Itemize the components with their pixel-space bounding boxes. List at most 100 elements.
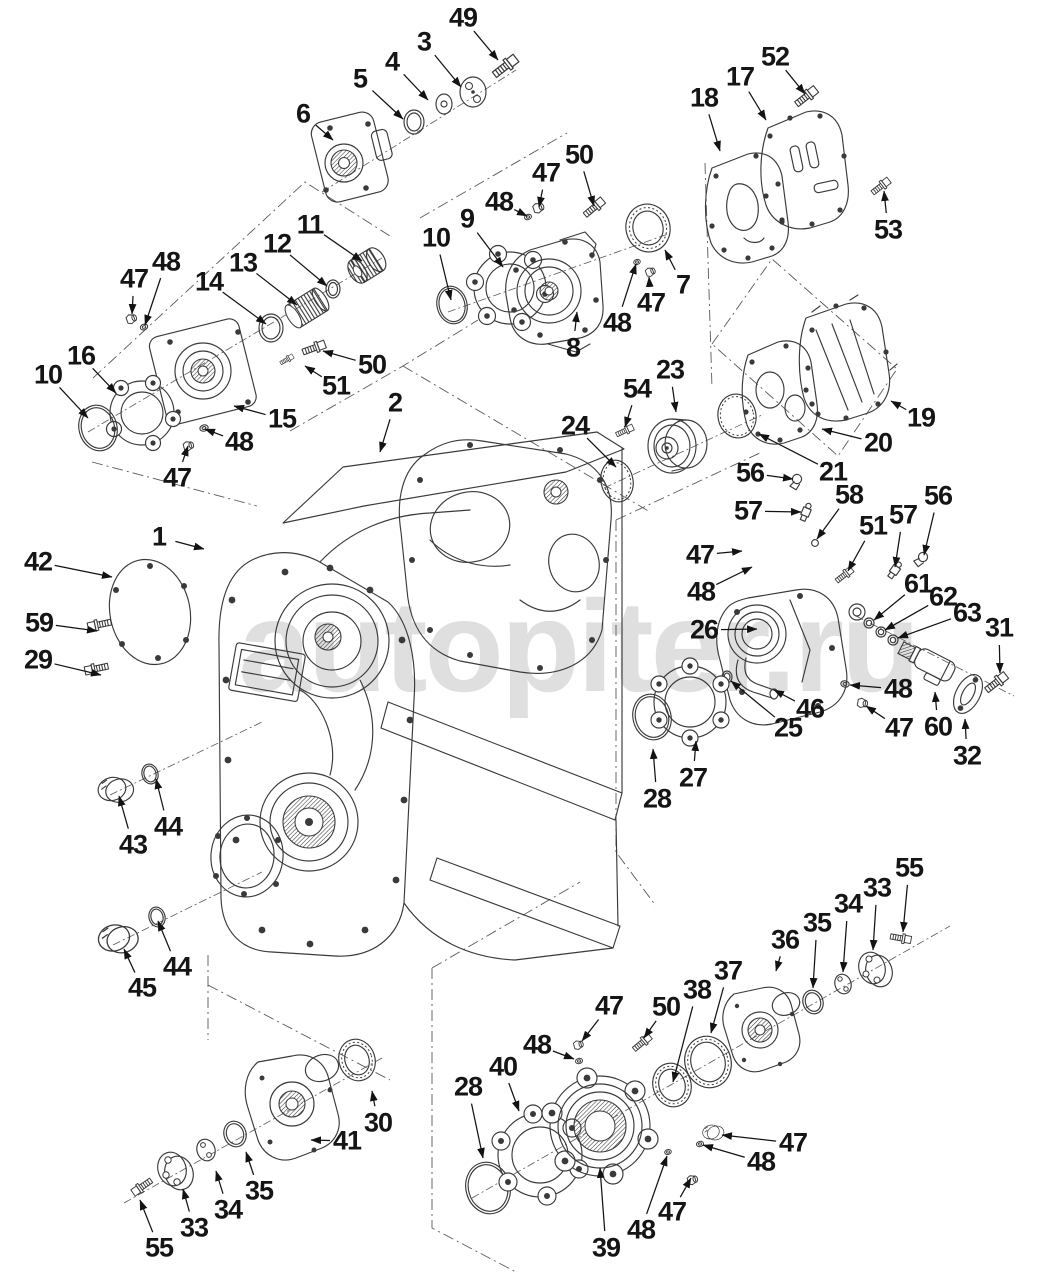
leader-arrow-48 (621, 263, 637, 308)
leader-arrow-5 (372, 90, 404, 120)
leader-arrow-48 (702, 1144, 745, 1158)
leader-arrow-59 (55, 624, 98, 634)
leader-arrow-28 (470, 1103, 485, 1159)
leader-arrow-21 (758, 433, 819, 465)
leader-arrow-50 (643, 1020, 657, 1039)
part-ring-35b (802, 989, 824, 1015)
part-oring-28a (632, 693, 672, 741)
leader-arrow-27 (691, 740, 700, 762)
part-plate-17 (760, 110, 849, 230)
part-yoke-41 (244, 1053, 340, 1161)
leader-arrow-17 (748, 91, 767, 121)
part-bolt-53 (869, 175, 893, 198)
part-washer-48 (138, 322, 150, 332)
parts-artwork (78, 52, 1011, 1215)
part-disc-34b (834, 973, 852, 995)
leader-arrow-58 (816, 508, 840, 540)
part-oring-24 (600, 459, 634, 503)
leader-arrow-40 (508, 1082, 520, 1112)
part-disc-33b (858, 951, 893, 988)
leader-arrow-32 (961, 718, 970, 740)
part-seal-38 (652, 1062, 692, 1108)
part-bolt-55 (129, 1175, 155, 1198)
part-spring-57 (798, 501, 814, 523)
leader-arrow-48 (715, 566, 753, 586)
leader-arrow-26 (720, 625, 758, 634)
leader-arrow-47 (865, 705, 886, 720)
leader-arrow-55 (900, 884, 909, 933)
leader-arrow-49 (473, 30, 499, 61)
part-bolt-55 (889, 931, 913, 946)
part-valve-56 (912, 549, 931, 569)
part-front-housing (210, 552, 416, 957)
leader-arrow-48 (552, 1050, 575, 1060)
part-washer-48 (663, 1148, 673, 1156)
leader-arrow-19 (890, 400, 907, 411)
callout-leader-lines (54, 30, 1004, 1233)
part-pto-cover-26 (716, 588, 866, 726)
leader-arrow-29 (54, 663, 102, 677)
leader-arrow-23 (670, 386, 679, 413)
leader-arrow-48 (204, 428, 224, 437)
leader-arrow-48 (646, 1155, 668, 1215)
part-washer-48 (839, 679, 851, 689)
part-coupling-11 (347, 247, 387, 284)
leader-arrow-24 (586, 437, 617, 468)
leader-arrow-10 (59, 387, 89, 419)
part-disc-3 (459, 76, 487, 108)
leader-arrow-47 (721, 1132, 777, 1142)
leader-arrow-11 (323, 234, 363, 262)
leader-arrow-57 (764, 507, 802, 516)
part-bolt-50 (581, 195, 607, 220)
leader-arrow-46 (773, 689, 796, 702)
part-valve-56 (788, 472, 804, 491)
part-oring-44a (141, 763, 159, 785)
part-ring-37 (684, 1035, 732, 1089)
part-washer-48 (574, 1057, 584, 1065)
leader-arrow-44 (157, 920, 172, 952)
leader-arrow-20 (821, 427, 862, 440)
part-gasket-20 (741, 340, 818, 445)
leader-arrow-63 (897, 618, 952, 639)
leader-arrow-13 (256, 272, 298, 306)
leader-arrow-41 (310, 1136, 331, 1145)
leader-arrow-33 (181, 1188, 190, 1212)
leader-arrow-36 (775, 956, 783, 972)
part-plug-47 (531, 200, 546, 215)
leader-arrow-2 (379, 419, 391, 453)
leader-arrow-55 (139, 1199, 154, 1233)
leader-arrow-31 (995, 644, 1004, 674)
part-plate-19 (798, 294, 898, 422)
part-disc-33a (157, 1151, 194, 1191)
part-nut-47 (124, 312, 139, 326)
part-seal-30 (338, 1038, 376, 1082)
leader-arrow-47 (716, 548, 743, 556)
leader-arrow-47 (537, 189, 545, 208)
leader-arrow-52 (785, 69, 806, 95)
part-ring-21 (717, 393, 757, 439)
leader-arrow-25 (730, 680, 776, 718)
part-plug-47 (686, 1173, 700, 1187)
leader-arrow-50 (322, 349, 356, 361)
part-oring-12 (325, 279, 341, 299)
leader-arrow-15 (233, 404, 266, 416)
leader-arrow-60 (931, 691, 940, 711)
part-washer-48 (695, 1140, 705, 1148)
part-orings-61-62-63 (863, 617, 899, 646)
leader-arrow-54 (624, 405, 633, 428)
part-bolt-50 (300, 338, 328, 358)
leader-arrow-43 (117, 795, 129, 829)
part-washer-48 (632, 258, 642, 266)
part-hub-39 (541, 1067, 659, 1185)
part-main-case (282, 431, 625, 961)
part-oring-10b (436, 285, 468, 325)
part-seal-7 (625, 203, 671, 253)
part-plug-47 (700, 1121, 726, 1144)
part-washer-4 (435, 93, 453, 115)
leader-arrow-48 (849, 681, 882, 690)
part-ring-5 (403, 109, 425, 135)
leader-arrow-50 (583, 171, 595, 207)
part-gasket-27 (650, 657, 730, 747)
leader-arrow-30 (370, 1090, 378, 1107)
